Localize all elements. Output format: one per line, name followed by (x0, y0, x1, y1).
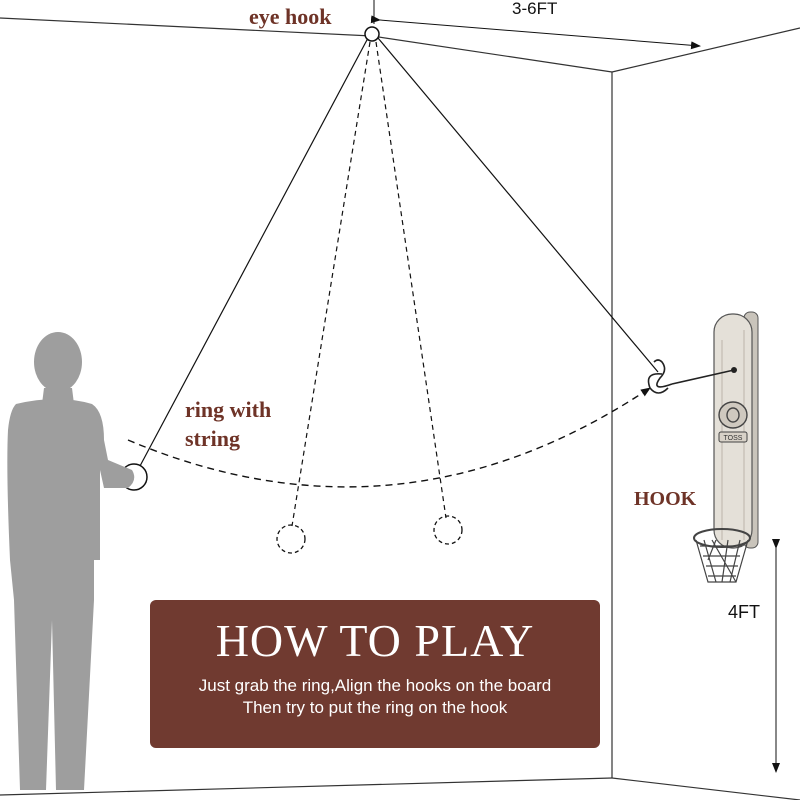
hook-label: HOOK (634, 488, 697, 510)
instruction-line-1: Just grab the ring,Align the hooks on th… (198, 676, 552, 695)
ceiling-dimension: 3-6FT (370, 0, 701, 50)
strings (139, 37, 659, 527)
ceiling-line-left (0, 17, 373, 37)
ring-with-string-label-line2: string (185, 426, 240, 451)
hook-height-label: 4FT (728, 602, 760, 622)
string-held (139, 37, 369, 467)
ring-ghost-right-icon (433, 515, 463, 545)
string-swing-end (377, 37, 659, 373)
basketball-hoop-icon (693, 528, 751, 583)
board-face (713, 313, 753, 549)
ring-ghost-left-icon (276, 524, 306, 554)
eye-hook-icon (364, 26, 380, 42)
person-silhouette-icon (7, 332, 135, 790)
height-dimension: 4FT (728, 539, 780, 773)
how-to-play-panel: HOW TO PLAY Just grab the ring,Align the… (150, 600, 600, 748)
hook-board: TOSS (713, 311, 759, 549)
ceiling-distance-label: 3-6FT (512, 0, 557, 18)
board-emblem-icon: TOSS (718, 401, 748, 443)
instruction-line-2: Then try to put the ring on the hook (242, 698, 508, 717)
how-to-play-title: HOW TO PLAY (215, 615, 535, 666)
eye-hook-label: eye hook (249, 4, 332, 29)
board-badge-text: TOSS (724, 435, 743, 442)
ring-with-string-label-line1: ring with (185, 397, 271, 422)
hook-icon (647, 359, 735, 394)
string-dashed-right (375, 41, 447, 519)
ceiling-back-edge (611, 27, 800, 73)
floor-line-right (611, 777, 800, 800)
ceiling-dimension-arrow (370, 15, 701, 50)
ceiling-line-right (371, 35, 613, 73)
string-dashed-left (291, 41, 371, 527)
floor-line-left (0, 777, 613, 796)
